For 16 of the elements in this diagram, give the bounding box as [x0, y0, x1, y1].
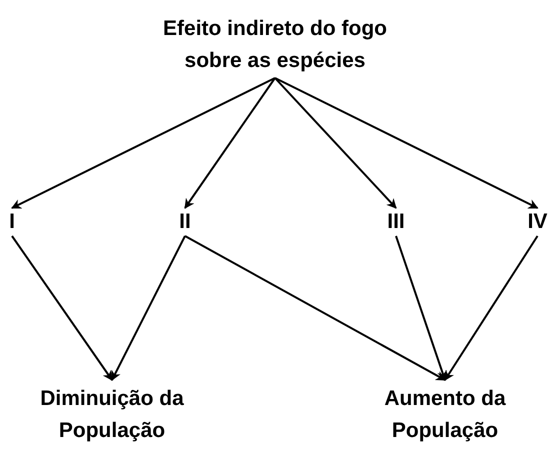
arrow: [395, 236, 447, 381]
arrow: [11, 77, 276, 209]
node-label: Aumento da População: [383, 386, 507, 444]
arrow: [11, 235, 113, 381]
arrow: [111, 236, 186, 381]
node-label: Diminuição da População: [39, 386, 185, 444]
node-label: I: [9, 209, 15, 235]
arrow: [184, 235, 446, 381]
node-label: II: [179, 209, 191, 235]
arrow: [184, 77, 276, 209]
arrow: [444, 235, 538, 381]
node-label: III: [387, 209, 405, 235]
node-label: Efeito indireto do fogo sobre as espécies: [162, 16, 388, 74]
node-label: IV: [528, 209, 548, 235]
arrow: [274, 77, 397, 209]
arrow: [274, 77, 538, 209]
